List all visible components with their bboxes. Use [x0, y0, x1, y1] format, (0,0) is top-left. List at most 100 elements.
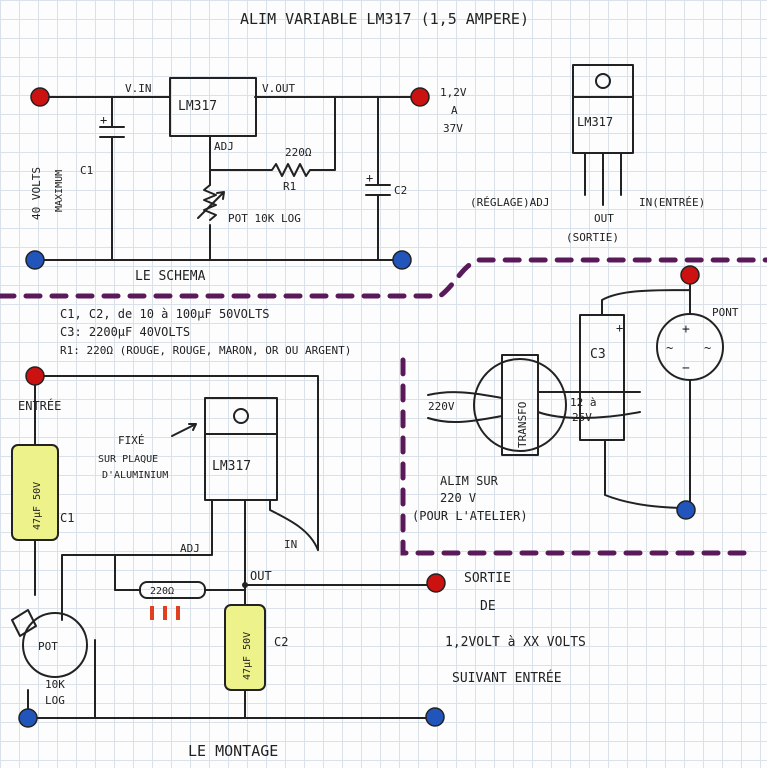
component-line-c3: C3: 2200µF 40VOLTS: [60, 325, 190, 339]
pinout-out-fr-label: (SORTIE): [566, 231, 619, 244]
pinout-out-label: OUT: [594, 212, 614, 225]
schema-c2-capacitor: [365, 96, 391, 261]
montage-regulator-hole: [233, 408, 249, 424]
pinout-legs: [584, 152, 622, 206]
montage-out-wire: [244, 499, 429, 719]
schema-c2-plus: +: [366, 171, 373, 185]
divider-atelier: [400, 357, 748, 556]
montage-out-junction: [242, 582, 248, 588]
atelier-transformer-label: TRANSFO: [516, 402, 529, 448]
schema-input-voltage-label: 40 VOLTS: [30, 167, 43, 220]
schema-output-range-min: 1,2V: [440, 86, 467, 99]
pinout-tab: [572, 64, 634, 98]
montage-in-label: IN: [284, 538, 297, 551]
atelier-caption-line2: 220 V: [440, 491, 476, 505]
atelier-bridge-ac-left: ~: [666, 341, 673, 355]
schema-regulator-label: LM317: [178, 99, 217, 114]
montage-adj-label: ADJ: [180, 542, 200, 555]
schema-adj-label: ADJ: [214, 140, 234, 153]
schema-input-max-label: MAXIMUM: [54, 170, 65, 212]
atelier-transformer-core: [473, 358, 567, 452]
schema-output-range-max: 37V: [443, 122, 463, 135]
schema-vout-label: V.OUT: [262, 82, 295, 95]
schema-input-negative-terminal: [25, 250, 45, 270]
montage-input-wire: [34, 375, 319, 551]
atelier-bridge-plus: +: [682, 322, 690, 337]
montage-pot-label: POT: [38, 640, 58, 653]
schema-regulator-box: [169, 77, 257, 137]
montage-c1-label: C1: [60, 511, 74, 525]
atelier-bridge-ac-right: ~: [704, 341, 711, 355]
montage-c2-value: 47µF 50V: [242, 632, 253, 680]
atelier-rail-wires: [601, 282, 691, 506]
montage-c2-label: C2: [274, 635, 288, 649]
montage-entree-label: ENTRÉE: [18, 398, 61, 413]
montage-sortie-line4: SUIVANT ENTRÉE: [452, 670, 562, 686]
montage-heatsink-arrow: [171, 423, 197, 437]
pinout-adj-label: (RÉGLAGE)ADJ: [470, 196, 549, 209]
schema-c1-capacitor: [99, 96, 125, 261]
montage-r1-value: 220Ω: [150, 586, 174, 597]
atelier-mains-wires: [427, 391, 503, 424]
montage-adj-wire: [61, 499, 213, 621]
schema-r1-name: R1: [283, 180, 296, 193]
montage-regulator-tab: [204, 397, 278, 435]
montage-c1-capacitor: [11, 444, 59, 541]
montage-pot-knob: [11, 609, 37, 637]
schema-pot-label: POT 10K LOG: [228, 212, 301, 225]
montage-r1-color-bands: [150, 606, 180, 620]
atelier-positive-terminal: [680, 265, 700, 285]
schema-c1-plus: +: [100, 113, 107, 127]
schema-diagram: + + LM317 V.IN V.OUT ADJ 220Ω R1 POT 10K…: [25, 77, 467, 284]
montage-pot-taper: LOG: [45, 694, 65, 707]
montage-out-label: OUT: [250, 569, 272, 583]
pinout-regulator-label: LM317: [577, 115, 613, 129]
montage-pot: [22, 612, 88, 678]
montage-pot-value: 10K: [45, 678, 65, 691]
atelier-negative-terminal: [676, 500, 696, 520]
montage-in-lead: [269, 499, 319, 551]
component-line-r1: R1: 220Ω (ROUGE, ROUGE, MARON, OR OU ARG…: [60, 344, 351, 357]
montage-regulator-label: LM317: [212, 459, 251, 474]
pinout-in-label: IN(ENTRÉE): [639, 196, 705, 209]
montage-c2-capacitor: [224, 604, 266, 691]
divider-top: [0, 257, 767, 299]
montage-input-positive-terminal: [25, 366, 45, 386]
montage-output-negative-terminal: [425, 707, 445, 727]
montage-heatsink-line3: D'ALUMINIUM: [102, 470, 168, 481]
atelier-c3-plus: +: [616, 321, 623, 335]
schema-output-negative-terminal: [392, 250, 412, 270]
schema-c1-label: C1: [80, 164, 93, 177]
atelier-c3-label: C3: [590, 347, 606, 362]
montage-r1-resistor: [139, 581, 206, 599]
montage-section-label: LE MONTAGE: [188, 742, 278, 760]
pinout-mount-hole: [595, 73, 611, 89]
pinout-diagram: LM317 (RÉGLAGE)ADJ OUT (SORTIE) IN(ENTRÉ…: [470, 64, 705, 244]
schema-section-label: LE SCHEMA: [135, 269, 206, 284]
montage-heatsink-line1: FIXÉ: [118, 434, 145, 447]
montage-heatsink-line2: SUR PLAQUE: [98, 454, 158, 465]
montage-sortie-line2: DE: [480, 599, 496, 614]
schema-input-positive-terminal: [30, 87, 50, 107]
schema-vin-label: V.IN: [125, 82, 152, 95]
atelier-ground-wire: [604, 439, 691, 509]
component-list: C1, C2, de 10 à 100µF 50VOLTS C3: 2200µF…: [60, 307, 351, 357]
schema-pot-resistor: [203, 184, 217, 221]
atelier-bridge-label: PONT: [712, 306, 739, 319]
montage-sortie-line1: SORTIE: [464, 571, 511, 586]
montage-sortie-line3: 1,2VOLT à XX VOLTS: [445, 635, 586, 650]
montage-regulator-body: [204, 433, 278, 501]
atelier-secondary-range: 12 à: [570, 396, 597, 409]
schema-c2-label: C2: [394, 184, 407, 197]
atelier-secondary-max: 25V: [572, 411, 592, 424]
atelier-diagram: + − ~ ~ PONT C3 + 220V TRANSFO 12 à 25V …: [412, 265, 739, 523]
schema-r1-value: 220Ω: [285, 146, 312, 159]
atelier-mains-label: 220V: [428, 400, 455, 413]
montage-output-positive-terminal: [426, 573, 446, 593]
schema-output-positive-terminal: [410, 87, 430, 107]
atelier-bridge-minus: −: [682, 361, 690, 376]
atelier-transformer-box: [501, 354, 539, 456]
schema-r1-resistor: [209, 96, 336, 177]
